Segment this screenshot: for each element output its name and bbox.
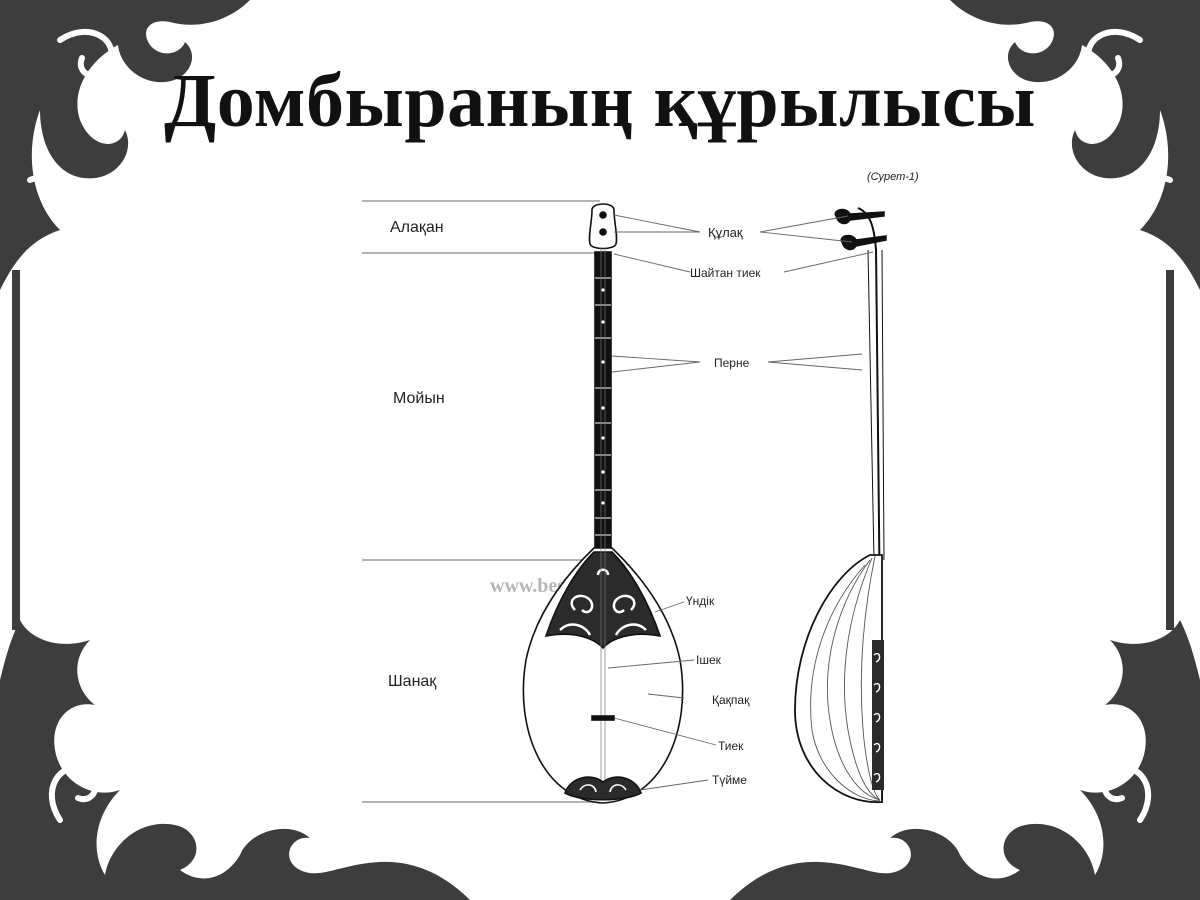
frame-corner-bottom-left	[0, 620, 470, 900]
label-undik: Үндік	[686, 594, 715, 608]
frame-right-bar	[1166, 270, 1174, 630]
figure-ref: (Сурет-1)	[867, 171, 919, 183]
label-qulaq: Құлақ	[708, 225, 743, 240]
label-tiek: Тиек	[718, 739, 744, 753]
label-perne: Перне	[714, 356, 750, 370]
peg-lower	[840, 234, 887, 251]
ornament-tuime	[564, 776, 642, 801]
label-tuime: Түйме	[712, 773, 747, 787]
frame-left-bar	[12, 270, 20, 630]
page-title: Домбыраның құрылысы	[163, 59, 1037, 143]
bridge-tiek	[591, 715, 615, 721]
side-ornament	[872, 640, 884, 790]
ornament-undik	[544, 551, 662, 650]
frame-corner-bottom-right	[730, 620, 1200, 900]
side-body	[794, 554, 883, 803]
label-qaqpaq: Қақпақ	[712, 693, 750, 707]
headstock	[588, 203, 618, 250]
section-label-alaqan: Алақан	[390, 219, 444, 236]
dombra-side-view	[794, 207, 887, 803]
label-ishek: Ішек	[696, 653, 722, 667]
peg-upper	[834, 208, 885, 225]
label-shaitan-tiek: Шайтан тиек	[690, 266, 761, 280]
dombra-front-view	[522, 203, 684, 804]
section-label-moiyn: Мойын	[393, 390, 445, 407]
frame-corner-top-right	[950, 0, 1200, 290]
section-label-shanaq: Шанақ	[388, 673, 437, 690]
frame-corner-top-left	[0, 0, 250, 290]
